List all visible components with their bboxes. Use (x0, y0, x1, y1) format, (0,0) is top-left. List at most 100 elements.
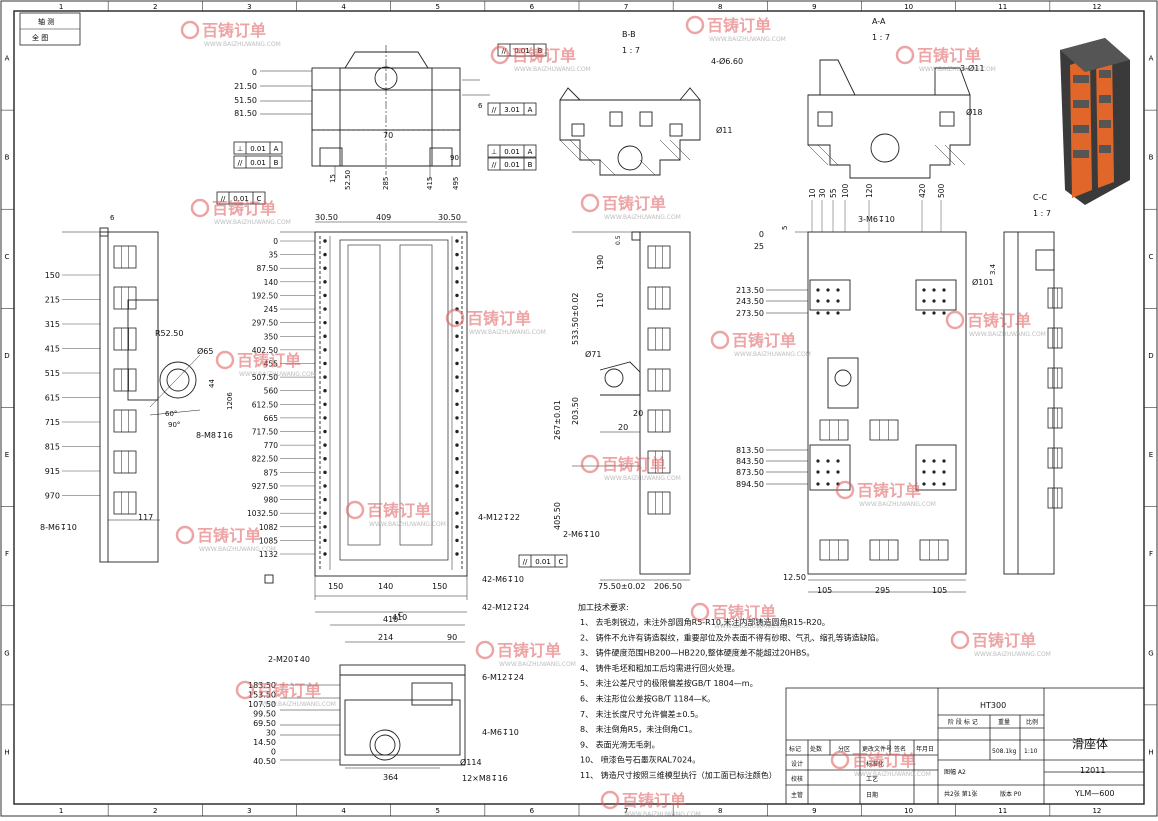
left-60deg: 60° (165, 410, 177, 418)
left-y-label: 150 (45, 271, 60, 280)
top-x-5: 495 (452, 177, 460, 190)
bottom-y-label: 107.50 (248, 700, 276, 709)
bottom-y-label: 14.50 (253, 738, 276, 747)
col-marker-bottom: 5 (436, 807, 440, 815)
window-slot (819, 419, 849, 441)
main-callout-0: 4-M12↧22 (478, 513, 520, 522)
right-view-y-labels: 025213.50243.50273.50813.50843.50873.508… (736, 230, 764, 489)
left-y-label: 915 (45, 467, 60, 476)
bolt-hole (323, 252, 327, 257)
mid-533: 533.50±0.02 (571, 292, 580, 345)
right-105a: 105 (817, 586, 832, 595)
svg-text:百铸订单: 百铸订单 (497, 641, 561, 660)
right-y-label: 273.50 (736, 309, 764, 318)
svg-text:WWW.BAIZHUWANG.COM: WWW.BAIZHUWANG.COM (624, 811, 701, 817)
svg-text:百铸订单: 百铸订单 (852, 751, 916, 770)
window-slot (113, 327, 137, 351)
svg-text:⊥: ⊥ (237, 145, 243, 153)
svg-text:A: A (528, 106, 533, 114)
c-arrow-label: C (398, 611, 403, 619)
bolt-hole (323, 334, 327, 338)
note-line: 3、 铸件硬度范围HB200—HB220,整体硬度差不能超过20HBS。 (580, 648, 814, 658)
left-y-label: 815 (45, 443, 60, 452)
col-marker-bottom: 4 (341, 807, 346, 815)
note-line: 2、 铸件不允许有铸造裂纹，重要部位及外表面不得有砂眼、气孔、缩孔等铸造缺陷。 (580, 632, 884, 642)
bolt-hole (455, 280, 459, 284)
right-view-callouts: 3-M6↧10 5 12.50 105 295 105 (781, 215, 947, 595)
left-y-label: 615 (45, 394, 60, 403)
bolt-hole (323, 280, 327, 284)
iso-view (1060, 38, 1130, 205)
title-block (785, 687, 1145, 805)
tb-rev-3: 更改文件号 (862, 745, 892, 753)
main-bot-2: 150 (432, 582, 447, 591)
right-x-label: 30 (818, 188, 827, 198)
main-callout-1: 42-M6↧10 (482, 575, 524, 584)
row-marker-right: D (1148, 352, 1153, 360)
svg-text:0.01: 0.01 (250, 159, 266, 167)
bolt-hole (455, 497, 459, 502)
bottom-y-label: 183.50 (248, 681, 276, 690)
left-1206: 1206 (226, 392, 234, 410)
svg-text:0.01: 0.01 (233, 195, 249, 203)
svg-text:百铸订单: 百铸订单 (467, 309, 531, 328)
window-slot (1047, 447, 1063, 469)
bolt-hole (922, 482, 926, 486)
bolt-hole (323, 457, 327, 461)
note-line: 8、 未注倒角R5，未注倒角C1。 (580, 724, 697, 734)
left-m6: 8-M6↧10 (40, 523, 77, 532)
mid-190: 190 (596, 255, 605, 270)
main-view (264, 221, 468, 613)
bolt-hole (922, 459, 926, 463)
main-y-label: 822.50 (252, 455, 278, 464)
bolt-hole (455, 416, 459, 420)
col-marker-bottom: 10 (904, 807, 913, 815)
bb-phi11: Ø11 (716, 125, 732, 135)
bolt-hole (826, 299, 830, 303)
main-y-label: 1132 (259, 550, 278, 559)
right-105b: 105 (932, 586, 947, 595)
col-marker-bottom: 12 (1092, 807, 1101, 815)
bolt-hole (922, 288, 926, 292)
window-slot (647, 368, 671, 392)
svg-text:百铸订单: 百铸订单 (512, 46, 576, 65)
window-slot (919, 539, 949, 561)
tb-drawing-no: 12011 (1080, 766, 1105, 775)
main-top-1: 409 (376, 213, 391, 222)
main-view-y-labels: 03587.50140192.50245297.50350402.5045550… (247, 237, 315, 559)
svg-text:百铸订单: 百铸订单 (602, 194, 666, 213)
svg-text:百铸订单: 百铸订单 (197, 526, 261, 545)
bolt-hole (932, 311, 936, 315)
window-slot (819, 539, 849, 561)
tb-rev-5: 年月日 (916, 745, 934, 753)
window-slot (113, 450, 137, 474)
tb-row-4: 主管 (791, 791, 803, 799)
svg-text:百铸订单: 百铸订单 (732, 331, 796, 350)
row-marker-left: G (4, 649, 9, 657)
bolt-hole (455, 443, 459, 447)
main-y-label: 927.50 (252, 482, 278, 491)
bolt-hole (455, 388, 459, 393)
bolt-hole (455, 266, 459, 270)
top-dim-6: 6 (478, 102, 483, 110)
row-marker-left: D (4, 352, 9, 360)
bb-title: B-B (622, 30, 636, 39)
top-y-1: 21.50 (234, 82, 257, 91)
bolt-hole (826, 482, 830, 486)
tb-sheet: 共2张 第1张 (944, 790, 978, 798)
aa-section (807, 59, 971, 179)
row-marker-left: F (5, 550, 9, 558)
bb-phi660: 4-Ø6.60 (711, 56, 743, 66)
svg-text:WWW.BAIZHUWANG.COM: WWW.BAIZHUWANG.COM (239, 371, 316, 378)
